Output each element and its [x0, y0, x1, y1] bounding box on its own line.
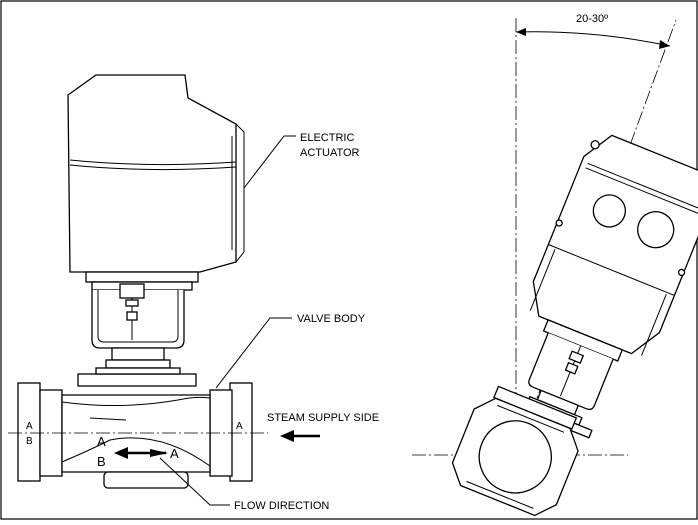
left-flange-mark-a: A — [26, 421, 33, 432]
tilted-valve-body — [451, 385, 579, 517]
flow-mark-a-right: A — [170, 446, 179, 461]
tilted-actuator-valve — [510, 134, 698, 439]
valve-body-label: VALVE BODY — [297, 313, 366, 325]
electric-actuator-label-line2: ACTUATOR — [300, 147, 360, 159]
flow-direction-leader-line — [159, 457, 230, 506]
tilt-angle-arc — [515, 31, 671, 47]
flow-mark-a-upper: A — [97, 434, 106, 449]
valve-body — [17, 382, 253, 489]
right-flange-mark-a: A — [236, 421, 243, 432]
electric-actuator-label-line1: ELECTRIC — [300, 132, 354, 144]
left-flange-mark-b: B — [26, 436, 33, 447]
upright-valve-assembly: A B A A B A — [8, 74, 268, 489]
flow-direction-label: FLOW DIRECTION — [234, 500, 329, 512]
tilted-installation-view: 20-30º — [412, 13, 698, 517]
tilt-angle-label: 20-30º — [576, 13, 608, 25]
flow-arrow — [114, 447, 168, 459]
arc-arrow-right — [659, 40, 670, 49]
actuator-leader-line — [243, 135, 296, 189]
electric-actuator — [67, 74, 245, 291]
flow-mark-b-lower: B — [97, 454, 106, 469]
actuator-yoke — [77, 283, 197, 387]
valve-body-leader-line — [215, 317, 292, 389]
steam-supply-arrow — [280, 430, 320, 442]
steam-supply-side-label: STEAM SUPPLY SIDE — [267, 412, 379, 424]
arc-arrow-left — [516, 28, 526, 36]
